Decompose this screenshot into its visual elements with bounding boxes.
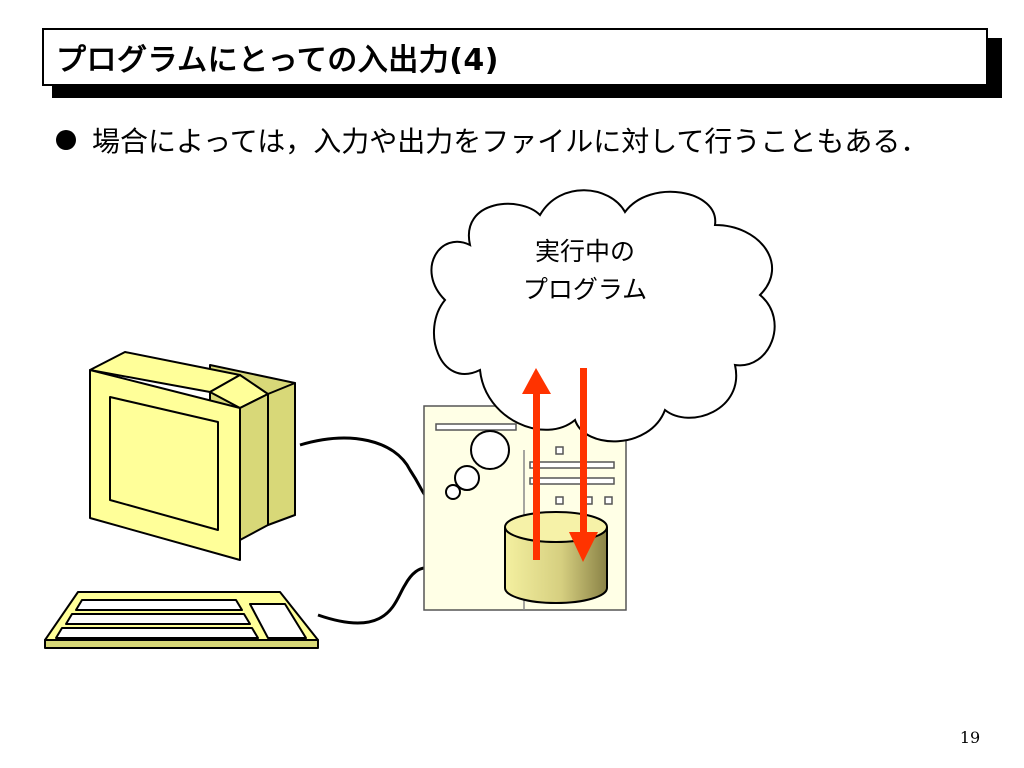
cloud-label-line2: プログラム (522, 275, 648, 304)
cloud-label: 実行中の プログラム (500, 233, 670, 309)
keyboard-cable (317, 566, 426, 625)
keyboard-icon (44, 591, 319, 649)
bullet-text: 場合によっては，入力や出力をファイルに対して行うこともある． (92, 125, 929, 158)
output-arrow-down (569, 368, 598, 562)
bullet-dot-icon (56, 130, 76, 150)
slide-title: プログラムにとっての入出力(4) (56, 43, 499, 78)
cloud-label-line1: 実行中の (534, 237, 635, 266)
page-number: 19 (959, 728, 981, 747)
monitor-cable (299, 436, 427, 497)
bullet-item: 場合によっては，入力や出力をファイルに対して行うこともある． (56, 120, 928, 160)
input-arrow-up (522, 368, 551, 560)
title-box: プログラムにとっての入出力(4) (42, 28, 988, 86)
cloud-bubble (430, 189, 776, 500)
file-cylinder-icon (504, 511, 608, 604)
monitor-icon (89, 351, 296, 561)
